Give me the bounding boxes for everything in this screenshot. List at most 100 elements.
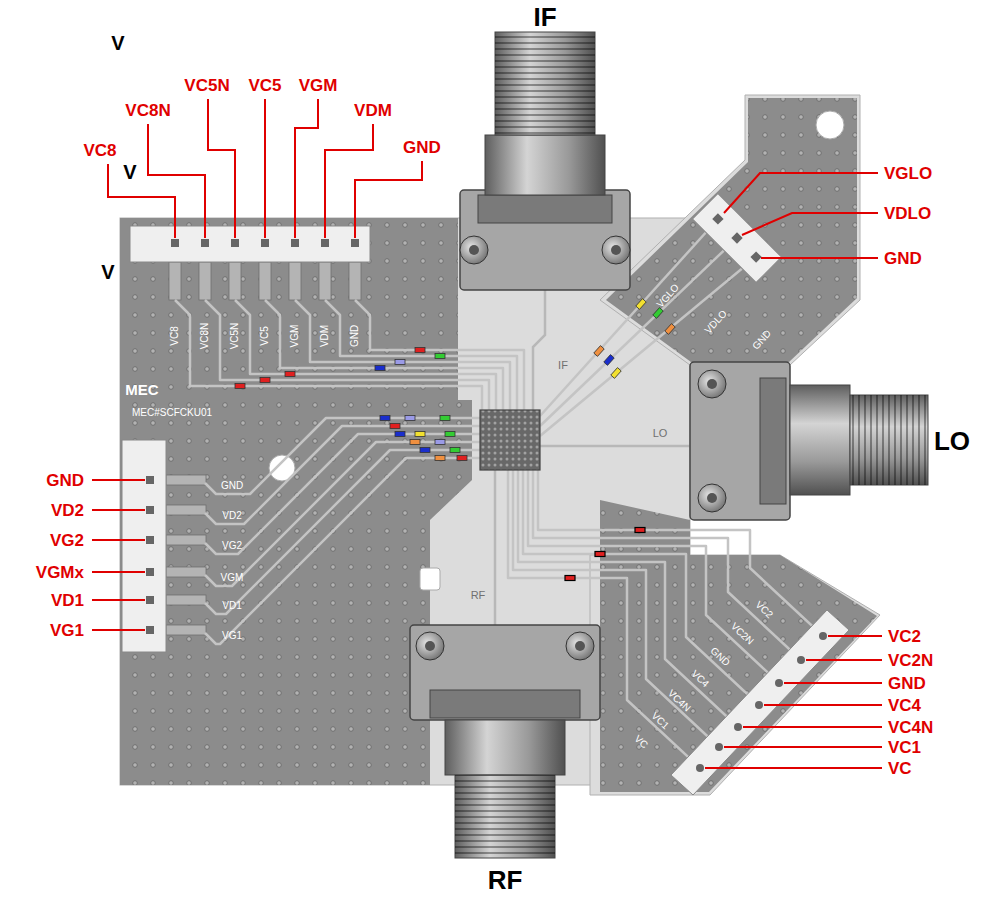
copper-ground-area xyxy=(606,98,857,362)
pin-callout: VC8N xyxy=(125,102,170,119)
sma-connector xyxy=(698,370,726,398)
leader-line xyxy=(295,99,318,238)
silkscreen-text: VC xyxy=(633,734,650,751)
capacitor xyxy=(665,324,675,335)
capacitor xyxy=(405,416,415,421)
pin-header xyxy=(715,743,723,751)
silkscreen-text: VC8N xyxy=(200,323,210,350)
sma-connector xyxy=(850,395,928,485)
sma-connector xyxy=(425,641,435,651)
pin-header xyxy=(692,193,781,282)
logo-text: MEC xyxy=(125,382,158,397)
mmic-chip xyxy=(480,410,540,470)
pin-callout: VG2 xyxy=(50,532,84,549)
capacitor xyxy=(260,378,270,383)
silkscreen-text: VC5 xyxy=(260,326,270,345)
sma-connector xyxy=(430,690,580,718)
pin-header xyxy=(775,679,783,687)
sma-connector xyxy=(410,625,600,720)
silkscreen-text: GND xyxy=(350,325,360,347)
leader-line xyxy=(828,635,882,637)
pin-callout: VG1 xyxy=(50,622,84,639)
sma-connector xyxy=(707,379,717,389)
leader-line xyxy=(92,571,145,573)
leader-line xyxy=(764,704,882,706)
capacitor xyxy=(435,354,445,359)
pin-header xyxy=(291,239,299,247)
mounting-hole xyxy=(269,111,844,590)
pad-finger xyxy=(166,475,206,485)
pin-header xyxy=(201,239,209,247)
pin-header xyxy=(146,568,154,576)
pin-header xyxy=(146,596,154,604)
capacitor xyxy=(457,456,467,461)
silkscreen-text: GND xyxy=(751,328,773,351)
capacitor xyxy=(450,448,460,453)
capacitor xyxy=(604,355,614,366)
capacitor xyxy=(636,299,646,310)
leader-line xyxy=(92,479,145,481)
pin-header xyxy=(750,251,761,262)
pcb-trace xyxy=(355,300,524,410)
sma-connector xyxy=(698,484,726,512)
sma-connector xyxy=(485,135,605,195)
sma-connector xyxy=(611,245,621,255)
pin-callout: VC xyxy=(888,760,912,777)
sma-connector xyxy=(410,32,928,858)
silkscreen-text: VC8 xyxy=(170,326,180,345)
leader-line xyxy=(806,659,882,661)
silkscreen-text: VDLO xyxy=(703,309,729,336)
silkscreen-text: VG1 xyxy=(222,631,242,641)
pad-finger xyxy=(229,262,241,300)
capacitor xyxy=(380,416,390,421)
port-label: LO xyxy=(934,428,970,454)
margin-letter: V xyxy=(123,162,136,182)
port-label: RF xyxy=(488,867,523,893)
capacitor xyxy=(395,360,405,365)
pin-callout: VGLO xyxy=(884,165,932,182)
pin-header xyxy=(351,239,359,247)
sma-connector xyxy=(495,32,595,135)
pcb-trace xyxy=(175,219,823,768)
capacitor xyxy=(235,299,675,581)
capacitor xyxy=(420,448,430,453)
silkscreen-text: VC2 xyxy=(753,600,774,621)
sma-connector xyxy=(416,632,444,660)
leader-line xyxy=(705,767,882,769)
silkscreen-text: VD1 xyxy=(222,601,241,611)
pin-callout: VDLO xyxy=(884,205,931,222)
silkscreen-text: VGM xyxy=(221,573,244,583)
pad-finger xyxy=(166,625,206,635)
capacitor xyxy=(435,440,445,445)
capacitor xyxy=(285,372,295,377)
pcb-trace xyxy=(205,442,480,586)
pin-header xyxy=(692,193,781,282)
capacitor xyxy=(594,346,604,357)
sma-connector xyxy=(455,775,555,858)
silkscreen-text: VC5N xyxy=(230,323,240,350)
capacitor xyxy=(595,552,605,557)
silkscreen-text: MEC#SCFCKU01 xyxy=(132,408,212,418)
mounting-hole xyxy=(816,111,844,139)
leader-line xyxy=(92,629,145,631)
silkscreen-text: GND xyxy=(708,646,731,668)
sma-connector xyxy=(478,195,612,223)
leader-line xyxy=(724,173,878,213)
pad-finger xyxy=(289,262,301,300)
pad-finger xyxy=(319,262,331,300)
leader-line xyxy=(784,682,882,684)
capacitor xyxy=(395,432,405,437)
pin-header xyxy=(171,239,359,247)
pin-header xyxy=(734,723,742,731)
sma-connector xyxy=(460,190,630,290)
leader-line xyxy=(148,124,205,238)
pcb-trace xyxy=(205,450,480,614)
port-label: IF xyxy=(533,4,556,30)
pad-finger xyxy=(259,262,271,300)
pin-callout: GND xyxy=(884,250,922,267)
pcb-trace xyxy=(205,434,480,554)
sma-connector xyxy=(602,236,630,264)
